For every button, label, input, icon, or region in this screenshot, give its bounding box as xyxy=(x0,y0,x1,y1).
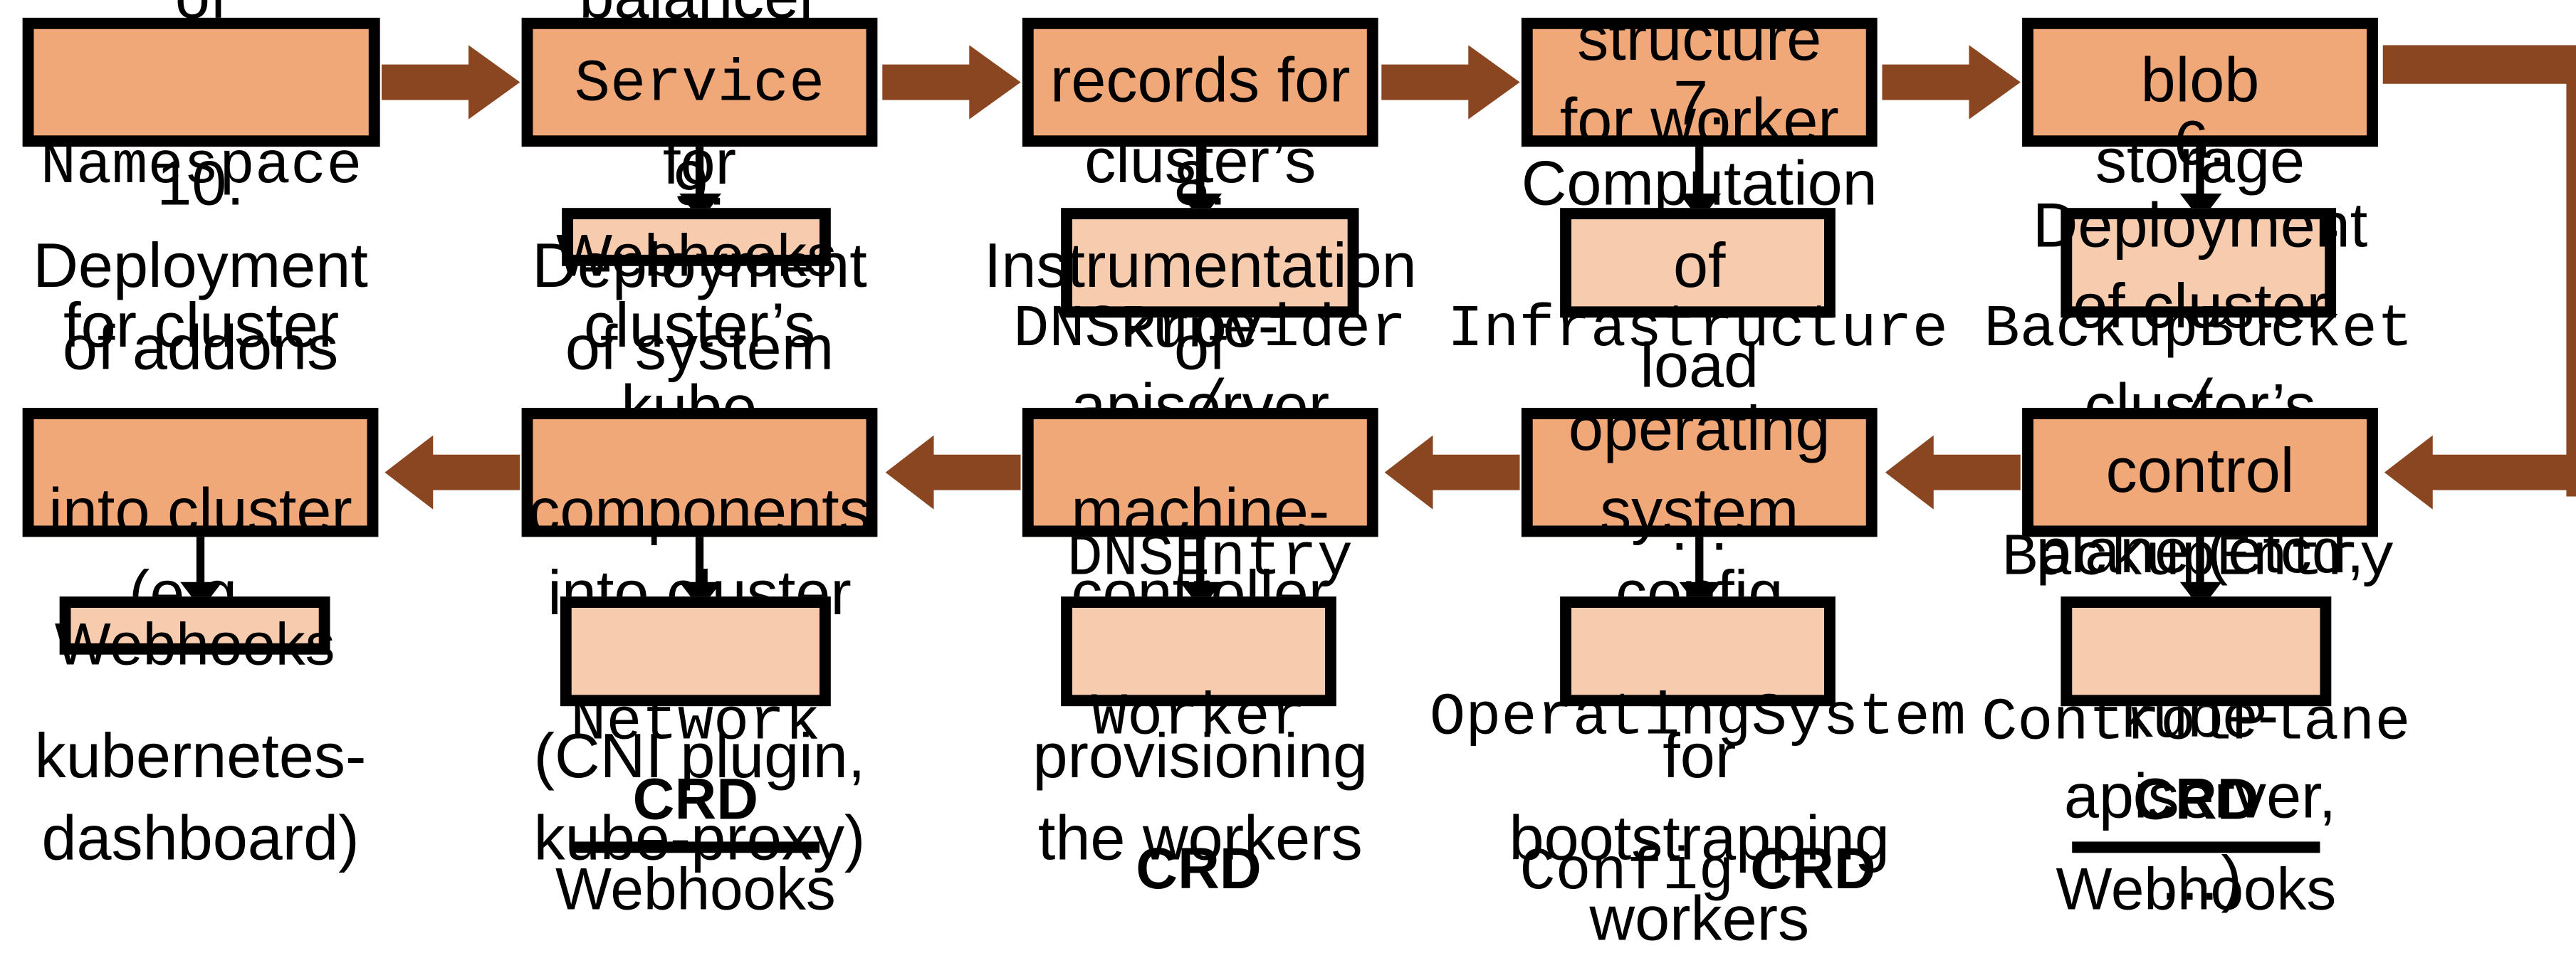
resource-label-webhooks: Webhooks xyxy=(556,222,837,289)
infrastructure-crd-line-1: Infrastructure xyxy=(1447,297,1948,365)
resource-box-infrastructure-crd[interactable]: Infrastructure CRD xyxy=(1447,208,1948,512)
step-box-10[interactable]: 10. Deployment of addons into cluster (e… xyxy=(22,150,379,873)
connector-step7 xyxy=(1695,537,1704,589)
resource-box-osc-crd[interactable]: OperatingSystem Config CRD xyxy=(1430,596,1966,907)
resource-label-network-webhooks: Webhooks xyxy=(555,841,836,927)
flow-arrow-4-to-5 xyxy=(1882,45,2021,120)
step-1-text: 1. Creation of Namespace for cluster xyxy=(28,0,375,369)
flow-arrow-9-to-10 xyxy=(384,435,520,510)
step-7-line-1: 7. Computation of xyxy=(1521,68,1878,302)
resource-box-controlplane-crd[interactable]: ControlPlane CRD Webhooks xyxy=(1981,596,2411,922)
connector-step4 xyxy=(1695,147,1704,200)
step-1-line-1: 1. Creation of xyxy=(48,0,355,33)
connector-step6 xyxy=(2196,537,2204,589)
connector-step2 xyxy=(695,147,704,200)
flow-arrow-elbow-head-into-6 xyxy=(2384,435,2572,510)
controlplane-crd-name: ControlPlane xyxy=(1981,690,2411,759)
resource-box-webhooks-step10[interactable]: Webhooks xyxy=(55,596,335,677)
step-8-line-1: 8. Instrumentation of xyxy=(983,150,1417,384)
step-1-line-2: Namespace xyxy=(40,133,362,201)
connector-step3 xyxy=(1196,147,1205,200)
step-2-line-2b: Service xyxy=(574,51,825,120)
connector-step8 xyxy=(1196,537,1205,589)
resource-box-worker-crd[interactable]: Worker CRD xyxy=(1061,596,1336,901)
resource-box-webhooks-step2[interactable]: Webhooks xyxy=(556,208,837,288)
step-6-line-2: control plane (etcd, xyxy=(2036,436,2365,588)
controlplane-crd-tag: CRD xyxy=(2133,764,2259,831)
step-10-text: 10. Deployment of addons into cluster (e… xyxy=(20,64,381,881)
osc-crd-line-1: OperatingSystem xyxy=(1429,685,1967,754)
resource-label-controlplane-crd: ControlPlane CRD xyxy=(1981,608,2411,841)
resource-label-webhooks-step10: Webhooks xyxy=(54,611,335,678)
step-box-7[interactable]: 7. Computation of operating system confi… xyxy=(1509,68,1890,955)
step-3-line-2: records for cluster’s xyxy=(1050,46,1351,197)
flow-arrow-6-to-7 xyxy=(1885,435,2021,510)
step-10-line-1: 10. Deployment of addons xyxy=(33,150,368,384)
step-10-line-3: kubernetes-dashboard) xyxy=(34,722,367,874)
flow-arrow-8-to-9 xyxy=(885,435,1021,510)
osc-crd-tag: CRD xyxy=(1750,834,1876,901)
resource-label-network-crd: Network CRD xyxy=(570,608,821,841)
step-2-line-2a: balancer xyxy=(579,0,820,33)
diagram-canvas: 1. Creation of Namespace for cluster 2. … xyxy=(22,0,2576,955)
worker-crd-name: Worker xyxy=(1091,685,1307,754)
step-box-9[interactable]: 9. Deployment of system components into … xyxy=(521,150,878,873)
network-crd-tag: CRD xyxy=(632,764,759,831)
connector-step10 xyxy=(196,537,205,589)
resource-box-network-crd[interactable]: Network CRD Webhooks xyxy=(555,596,836,922)
flow-arrow-3-to-4 xyxy=(1381,45,1520,120)
resource-label-osc-crd: OperatingSystem Config CRD xyxy=(1430,608,1966,911)
step-9-line-1: 9. Deployment of system xyxy=(532,150,867,384)
connector-step9 xyxy=(695,537,704,589)
flow-arrow-7-to-8 xyxy=(1384,435,1520,510)
step-1-line-3: for cluster xyxy=(63,292,340,362)
worker-crd-tag: CRD xyxy=(1136,834,1262,901)
network-crd-name: Network xyxy=(570,690,821,759)
step-4-line-2: structure for worker xyxy=(1559,5,1839,157)
backupbucket-crd-line-1: BackupBucket / xyxy=(1984,297,2414,440)
flow-arrow-2-to-3 xyxy=(882,45,1021,120)
step-box-8[interactable]: 8. Instrumentation of machine-controller… xyxy=(984,150,1417,873)
step-6-line-1: 6. Deployment of cluster xyxy=(2032,109,2368,342)
flow-arrow-1-to-2 xyxy=(381,45,520,120)
step-box-1[interactable]: 1. Creation of Namespace for cluster xyxy=(22,0,380,362)
resource-label-worker-crd: Worker CRD xyxy=(1072,608,1325,911)
step-10-line-2: into cluster (e.g., xyxy=(48,477,352,628)
connector-step5 xyxy=(2196,147,2204,200)
step-box-6[interactable]: 6. Deployment of cluster control plane (… xyxy=(2022,110,2378,915)
resource-label-controlplane-webhooks: Webhooks xyxy=(2056,841,2336,927)
osc-crd-line-2: Config xyxy=(1519,839,1734,907)
